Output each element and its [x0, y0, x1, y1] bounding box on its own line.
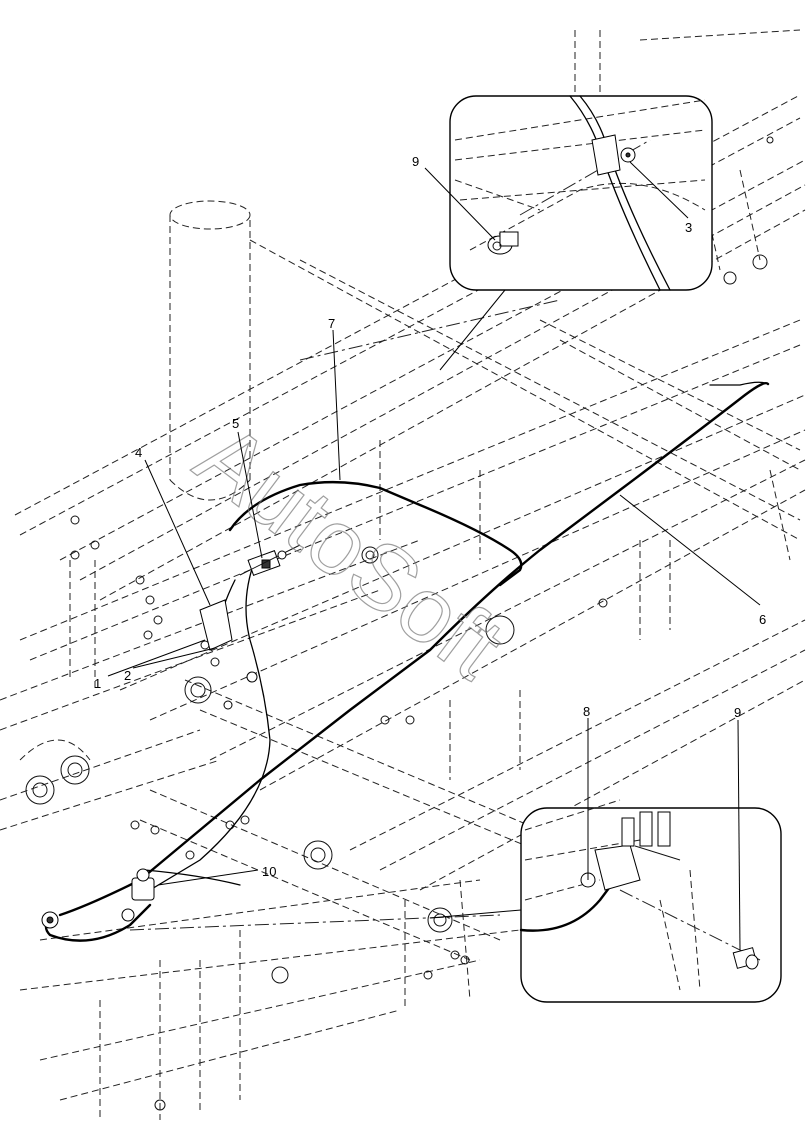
callout-6: 6 — [759, 612, 766, 627]
callout-7: 7 — [328, 316, 335, 331]
callout-1: 1 — [94, 676, 101, 691]
watermark-text: AutoSoft — [178, 405, 521, 699]
callout-3: 3 — [685, 220, 692, 235]
callout-9-top: 9 — [412, 154, 419, 169]
callout-4: 4 — [135, 445, 142, 460]
callout-labels: 1 2 3 4 5 6 7 8 9 9 10 — [94, 154, 766, 879]
cable-harness — [44, 381, 770, 942]
valve-assembly-10 — [41, 868, 155, 929]
callout-10: 10 — [262, 864, 276, 879]
detail-inset-top — [449, 95, 713, 291]
bracket-assembly-1-2 — [199, 599, 258, 710]
callout-5: 5 — [232, 416, 239, 431]
callout-leaders — [107, 161, 761, 951]
callout-2: 2 — [124, 668, 131, 683]
callout-9-bottom: 9 — [734, 705, 741, 720]
callout-8: 8 — [583, 704, 590, 719]
frame-rails — [0, 94, 806, 1101]
detail-inset-bottom — [519, 799, 782, 1003]
